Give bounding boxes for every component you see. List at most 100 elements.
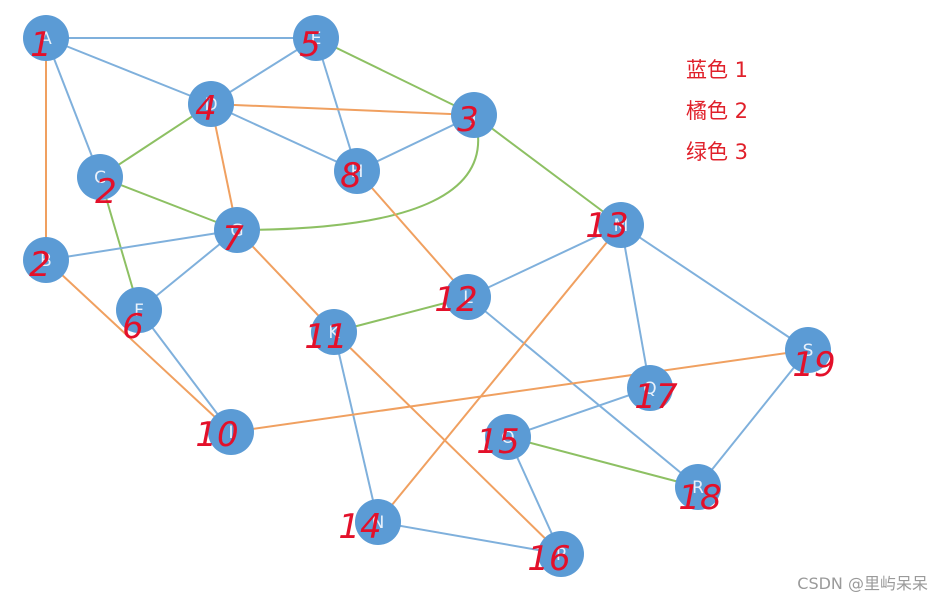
- node-annotation-L: 12: [434, 280, 477, 320]
- edge-D-H: [210, 103, 358, 172]
- legend-item-green: 绿色 3: [686, 140, 749, 164]
- node-circle: [355, 499, 401, 545]
- node-C: C: [77, 154, 123, 200]
- node-annotation-B: 2: [29, 245, 51, 285]
- node-label: I: [228, 423, 233, 443]
- edge-N-P: [377, 521, 562, 555]
- node-annotation-M: 13: [585, 206, 628, 246]
- node-annotation-Q: 17: [634, 377, 678, 417]
- node-circle: [77, 154, 123, 200]
- node-annotation-F: 6: [122, 307, 144, 347]
- node-circle: [334, 148, 380, 194]
- edge-J-M: [473, 114, 622, 226]
- node-annotation-D: 4: [195, 89, 217, 129]
- edge-K-N: [333, 331, 379, 523]
- node-S: S: [785, 327, 831, 373]
- node-circle: [214, 207, 260, 253]
- node-label: L: [463, 288, 473, 308]
- node-F: F: [116, 287, 162, 333]
- edge-S-I: [230, 349, 809, 433]
- edge-C-G: [99, 176, 238, 231]
- node-H: H: [334, 148, 380, 194]
- edge-D-J: [210, 103, 475, 116]
- node-annotation-C: 2: [95, 172, 117, 212]
- edge-M-Q: [620, 224, 651, 389]
- edge-E-J: [315, 37, 475, 116]
- edge-O-R: [507, 436, 699, 488]
- node-O: O: [485, 414, 531, 460]
- edge-M-S: [620, 224, 809, 351]
- node-annotation-N: 14: [338, 507, 381, 547]
- node-annotation-G: 7: [222, 219, 244, 259]
- node-circle: [208, 409, 254, 455]
- node-label: N: [372, 513, 385, 533]
- node-P: P: [538, 531, 584, 577]
- node-circle: [675, 464, 721, 510]
- node-Q: Q: [627, 365, 673, 411]
- node-annotation-O: 15: [476, 422, 519, 462]
- node-D: D: [188, 81, 234, 127]
- node-label: H: [351, 162, 364, 182]
- node-A: A: [23, 15, 69, 61]
- node-circle: [485, 414, 531, 460]
- node-circle: [188, 81, 234, 127]
- node-circle: [23, 15, 69, 61]
- node-annotation-H: 8: [340, 156, 362, 196]
- node-circle: [627, 365, 673, 411]
- node-circle: [785, 327, 831, 373]
- edge-A-D: [45, 37, 212, 105]
- node-circle: [598, 202, 644, 248]
- node-R: R: [675, 464, 721, 510]
- node-circle: [293, 15, 339, 61]
- node-annotation-E: 5: [299, 25, 321, 65]
- color-legend: 蓝色 1 橘色 2 绿色 3: [686, 50, 748, 173]
- node-L: L: [445, 274, 491, 320]
- node-I: I: [208, 409, 254, 455]
- node-annotation-P: 16: [527, 539, 570, 579]
- node-G: G: [214, 207, 260, 253]
- node-label: J: [470, 106, 476, 126]
- node-J: J: [451, 92, 497, 138]
- node-E: E: [293, 15, 339, 61]
- edge-A-C: [45, 37, 101, 178]
- edge-B-G: [45, 229, 238, 261]
- node-label: K: [328, 323, 340, 343]
- edge-L-R: [467, 296, 699, 488]
- node-circle: [116, 287, 162, 333]
- node-label: A: [40, 29, 52, 49]
- node-circle: [445, 274, 491, 320]
- node-annotation-A: 1: [30, 25, 52, 65]
- edge-M-N: [377, 224, 622, 523]
- node-circle: [23, 237, 69, 283]
- node-annotation-R: 18: [678, 478, 721, 518]
- node-label: B: [40, 251, 52, 271]
- edge-K-P: [333, 331, 562, 555]
- edge-K-L: [333, 296, 469, 333]
- edge-Q-O: [507, 387, 651, 438]
- edge-J-G: [236, 114, 480, 231]
- node-label: Q: [643, 379, 656, 399]
- edge-C-F: [99, 176, 140, 311]
- edge-G-K: [236, 229, 335, 333]
- legend-item-orange: 橘色 2: [686, 99, 749, 123]
- edge-H-L: [356, 170, 469, 298]
- node-M: M: [598, 202, 644, 248]
- edge-F-I: [138, 309, 232, 433]
- node-label: F: [134, 301, 144, 321]
- node-circle: [538, 531, 584, 577]
- node-label: D: [204, 95, 217, 115]
- node-label: P: [556, 545, 566, 565]
- node-circle: [451, 92, 497, 138]
- edge-S-R: [697, 349, 809, 488]
- edge-B-I: [45, 259, 232, 433]
- edge-E-H: [315, 37, 358, 172]
- edge-L-M: [467, 224, 622, 298]
- node-label: G: [230, 221, 243, 241]
- node-label: R: [692, 478, 704, 498]
- node-annotation-I: 10: [195, 415, 238, 455]
- node-annotation-K: 11: [304, 317, 347, 357]
- node-annotation-S: 19: [792, 345, 835, 385]
